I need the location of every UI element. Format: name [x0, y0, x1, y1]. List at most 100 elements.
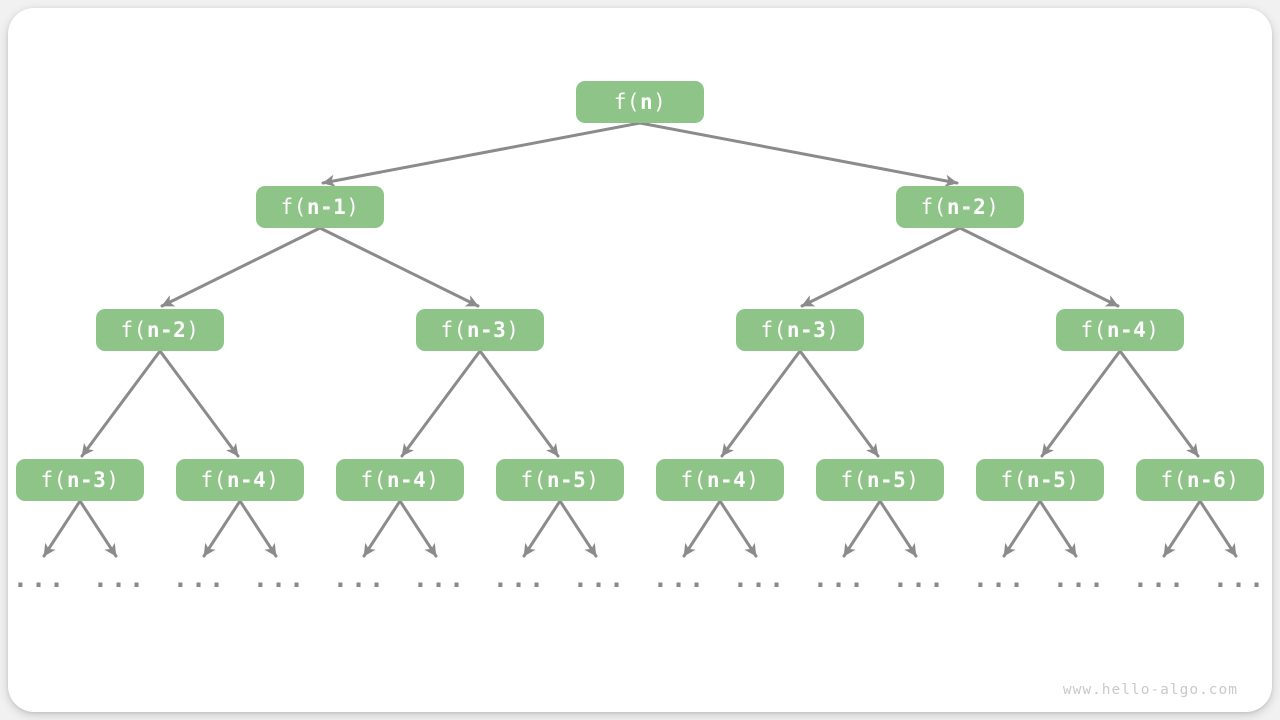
node-label-post: ) — [426, 468, 440, 492]
node-label-post: ) — [653, 90, 667, 114]
node-label-pre: f( — [840, 468, 867, 492]
edge-arrow — [362, 499, 402, 558]
edge-arrow — [638, 121, 959, 187]
diagram-card — [8, 8, 1272, 712]
node-label-arg: n-2 — [946, 195, 987, 219]
edge-arrow — [400, 349, 482, 458]
tree-node: f(n-5) — [496, 459, 624, 501]
node-label-post: ) — [266, 468, 280, 492]
edge-arrow — [800, 226, 962, 308]
edge-arrow — [80, 349, 162, 458]
edge-arrow — [1162, 499, 1202, 558]
edge-arrow — [478, 349, 560, 458]
tree-node: f(n-5) — [976, 459, 1104, 501]
node-label-pre: f( — [520, 468, 547, 492]
ellipsis-leaf: ... — [492, 564, 548, 593]
node-label-arg: n-3 — [466, 318, 507, 342]
node-label-post: ) — [346, 195, 360, 219]
edge-arrow — [958, 226, 1120, 308]
node-label-post: ) — [506, 318, 520, 342]
node-label-arg: n-3 — [786, 318, 827, 342]
edge-arrow — [798, 349, 880, 458]
node-label-post: ) — [586, 468, 600, 492]
ellipsis-leaf: ... — [92, 564, 148, 593]
edge-arrow — [1040, 349, 1122, 458]
edge-arrow — [398, 499, 438, 558]
ellipsis-leaf: ... — [892, 564, 948, 593]
node-label-arg: n-4 — [226, 468, 267, 492]
tree-node: f(n-4) — [176, 459, 304, 501]
node-label-pre: f( — [440, 318, 467, 342]
edge-arrow — [1038, 499, 1078, 558]
edge-arrow — [42, 499, 82, 558]
edge-arrow — [1198, 499, 1238, 558]
node-label-arg: n-2 — [146, 318, 187, 342]
ellipsis-leaf: ... — [652, 564, 708, 593]
ellipsis-leaf: ... — [572, 564, 628, 593]
node-label-pre: f( — [360, 468, 387, 492]
ellipsis-leaf: ... — [812, 564, 868, 593]
edge-arrow — [321, 121, 642, 187]
ellipsis-leaf: ... — [172, 564, 228, 593]
edge-arrow — [558, 499, 598, 558]
node-label-arg: n-4 — [706, 468, 747, 492]
edge-arrow — [718, 499, 758, 558]
ellipsis-leaf: ... — [1052, 564, 1108, 593]
node-label-arg: n-6 — [1186, 468, 1227, 492]
node-label-arg: n-5 — [1026, 468, 1067, 492]
edge-arrow — [1118, 349, 1200, 458]
node-label-pre: f( — [200, 468, 227, 492]
node-label-pre: f( — [280, 195, 307, 219]
node-label-post: ) — [106, 468, 120, 492]
edge-arrow — [842, 499, 882, 558]
tree-node: f(n-3) — [736, 309, 864, 351]
edge-arrow — [158, 349, 240, 458]
node-label-arg: n-5 — [866, 468, 907, 492]
tree-node: f(n-5) — [816, 459, 944, 501]
node-label-pre: f( — [120, 318, 147, 342]
node-label-post: ) — [1226, 468, 1240, 492]
node-label-pre: f( — [40, 468, 67, 492]
node-label-pre: f( — [1160, 468, 1187, 492]
node-label-post: ) — [186, 318, 200, 342]
tree-node: f(n-1) — [256, 186, 384, 228]
node-label-post: ) — [746, 468, 760, 492]
ellipsis-leaf: ... — [732, 564, 788, 593]
ellipsis-leaf: ... — [252, 564, 308, 593]
node-label-post: ) — [986, 195, 1000, 219]
edge-arrow — [682, 499, 722, 558]
tree-node: f(n-2) — [896, 186, 1024, 228]
tree-node: f(n-6) — [1136, 459, 1264, 501]
tree-node: f(n-4) — [656, 459, 784, 501]
node-label-pre: f( — [1080, 318, 1107, 342]
node-label-post: ) — [906, 468, 920, 492]
edge-arrow — [1002, 499, 1042, 558]
ellipsis-leaf: ... — [1132, 564, 1188, 593]
node-label-post: ) — [1066, 468, 1080, 492]
node-label-pre: f( — [920, 195, 947, 219]
edge-arrow — [78, 499, 118, 558]
edge-arrow — [522, 499, 562, 558]
tree-node: f(n-4) — [1056, 309, 1184, 351]
node-label-arg: n-3 — [66, 468, 107, 492]
node-label-arg: n-4 — [1106, 318, 1147, 342]
node-label-post: ) — [1146, 318, 1160, 342]
tree-node: f(n-3) — [16, 459, 144, 501]
tree-node: f(n) — [576, 81, 704, 123]
node-label-pre: f( — [1000, 468, 1027, 492]
node-label-pre: f( — [613, 90, 640, 114]
tree-node: f(n-4) — [336, 459, 464, 501]
edge-arrow — [238, 499, 278, 558]
node-label-post: ) — [826, 318, 840, 342]
node-label-arg: n-5 — [546, 468, 587, 492]
ellipsis-leaf: ... — [1212, 564, 1268, 593]
edge-arrow — [202, 499, 242, 558]
ellipsis-leaf: ... — [972, 564, 1028, 593]
edge-arrow — [318, 226, 480, 308]
node-label-arg: n-1 — [306, 195, 347, 219]
node-label-pre: f( — [760, 318, 787, 342]
edge-arrow — [878, 499, 918, 558]
node-label-arg: n-4 — [386, 468, 427, 492]
tree-node: f(n-3) — [416, 309, 544, 351]
ellipsis-leaf: ... — [332, 564, 388, 593]
